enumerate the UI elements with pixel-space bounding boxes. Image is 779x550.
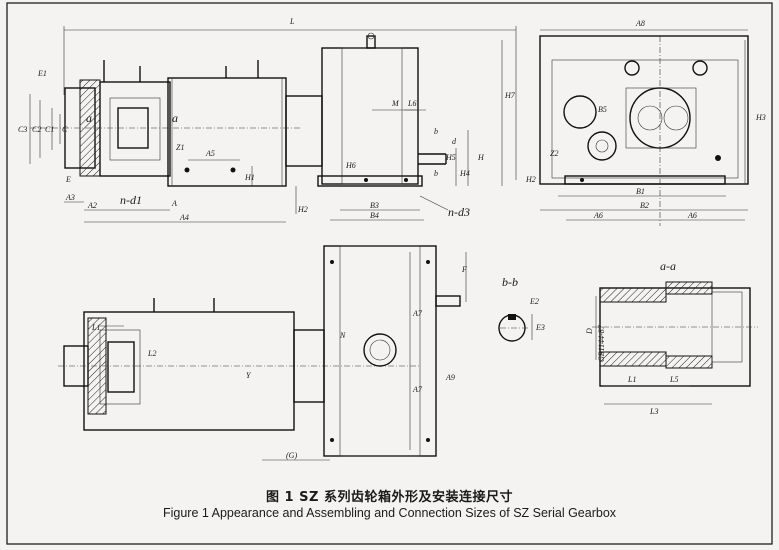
dim-label-A7-upper: A7 — [412, 309, 423, 318]
top-view: L1 L2 Y N F A7 A9 A7 (G) — [58, 245, 467, 461]
section-title-a-a: a-a — [660, 259, 676, 273]
section-mark-a-right: a — [172, 111, 178, 125]
section-mark-b-top: b — [434, 127, 438, 136]
dim-label-E3: E3 — [535, 323, 545, 332]
dim-label-B3: B3 — [370, 201, 379, 210]
dim-label-B4: B4 — [370, 211, 379, 220]
dim-label-E: E — [65, 175, 71, 184]
dim-label-A5: A5 — [205, 149, 215, 158]
dim-label-G: (G) — [286, 451, 297, 460]
dim-label-A6-left: A6 — [593, 211, 603, 220]
dim-label-B2: B2 — [640, 201, 649, 210]
drawing-border — [6, 2, 773, 545]
dim-label-Z2: Z2 — [550, 149, 558, 158]
dim-label-A4: A4 — [179, 213, 189, 222]
front-view: L E1 C3 C2 C1 C E a a Z1 A5 H1 A3 A2 n-d… — [18, 17, 517, 223]
dim-label-H2-side: H2 — [525, 175, 536, 184]
dim-label-B5: B5 — [598, 105, 607, 114]
dim-label-L2: L2 — [147, 349, 156, 358]
dim-label-C: C — [62, 125, 68, 134]
dim-label-A6-right: A6 — [687, 211, 697, 220]
dim-label-n-d1: n-d1 — [120, 193, 142, 207]
dim-label-L: L — [289, 17, 295, 26]
dim-label-A3: A3 — [65, 193, 75, 202]
dim-label-L1-section: L1 — [627, 375, 636, 384]
figure-caption-chinese: 图 1 SZ 系列齿轮箱外形及安装连接尺寸 — [266, 490, 513, 505]
dim-label-d: d — [452, 137, 457, 146]
dim-label-H6: H6 — [345, 161, 356, 170]
dim-label-A: A — [171, 199, 177, 208]
dim-label-A9: A9 — [445, 373, 455, 382]
dim-label-n-d3: n-d3 — [448, 205, 470, 219]
figure-caption-english: Figure 1 Appearance and Assembling and C… — [162, 506, 617, 520]
dim-label-F: F — [461, 265, 467, 274]
dim-label-Y: Y — [246, 371, 252, 380]
dim-label-C3: C3 — [18, 125, 27, 134]
dim-label-A8: A8 — [635, 19, 645, 28]
dim-label-D: D — [585, 328, 594, 335]
dim-label-L6: L6 — [407, 99, 416, 108]
dim-label-L5: L5 — [669, 375, 678, 384]
dim-label-N: N — [339, 331, 346, 340]
dim-label-A2: A2 — [87, 201, 97, 210]
section-mark-a-left: a — [86, 111, 92, 125]
section-b-b: b-b E2 E3 — [498, 275, 545, 342]
standard-label-gb1144: GB1144-87 — [597, 324, 606, 362]
section-title-b-b: b-b — [502, 275, 518, 289]
dim-label-H: H — [477, 153, 485, 162]
dim-label-B1: B1 — [636, 187, 645, 196]
section-mark-b-bottom: b — [434, 169, 438, 178]
side-view: A8 B5 H3 Z2 B1 B2 A6 A6 H2 — [525, 19, 766, 226]
dim-label-H5: H5 — [445, 153, 456, 162]
dim-label-H1: H1 — [244, 173, 255, 182]
dim-label-C2: C2 — [32, 125, 41, 134]
dim-label-E1: E1 — [37, 69, 47, 78]
dim-label-Z1: Z1 — [176, 143, 184, 152]
dim-label-L1-top: L1 — [91, 323, 100, 332]
dim-label-E2: E2 — [529, 297, 539, 306]
dim-label-A7-lower: A7 — [412, 385, 423, 394]
dim-label-C1: C1 — [45, 125, 54, 134]
section-a-a: a-a D GB1144-87 L1 L5 L3 — [585, 259, 758, 416]
dim-label-H7: H7 — [504, 91, 516, 100]
dim-label-M: M — [391, 99, 400, 108]
dim-label-H4: H4 — [459, 169, 470, 178]
dim-label-H3: H3 — [755, 113, 766, 122]
dim-label-L3: L3 — [649, 407, 658, 416]
dim-label-H2-front: H2 — [297, 205, 308, 214]
